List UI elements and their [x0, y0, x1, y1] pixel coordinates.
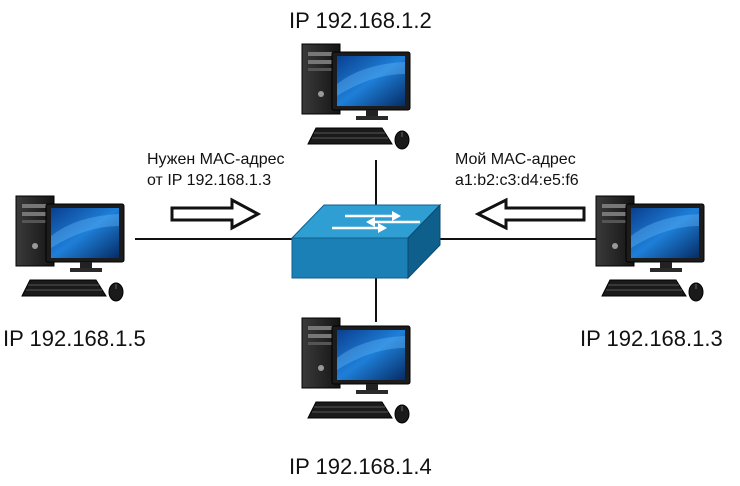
reply-message: Мой MAC-адрес a1:b2:c3:d4:e5:f6: [455, 149, 579, 191]
computer-right-icon: [595, 195, 705, 302]
ip-label-right: IP 192.168.1.3: [580, 326, 723, 351]
reply-line-1: Мой MAC-адрес: [455, 151, 576, 168]
ip-label-left: IP 192.168.1.5: [3, 326, 146, 351]
arrow-left-icon: [474, 197, 586, 231]
arrow-right-icon: [170, 197, 262, 231]
computer-bottom-icon: [301, 317, 411, 424]
request-line-1: Нужен MAC-адрес: [147, 151, 285, 168]
computer-top-icon: [301, 43, 411, 150]
ip-label-top: IP 192.168.1.2: [289, 8, 432, 33]
network-switch-icon: [290, 203, 442, 280]
reply-line-2: a1:b2:c3:d4:e5:f6: [455, 172, 579, 189]
computer-left-icon: [15, 195, 125, 302]
request-message: Нужен MAC-адрес от IP 192.168.1.3: [147, 149, 285, 191]
request-line-2: от IP 192.168.1.3: [147, 172, 272, 189]
ip-label-bottom: IP 192.168.1.4: [289, 454, 432, 479]
